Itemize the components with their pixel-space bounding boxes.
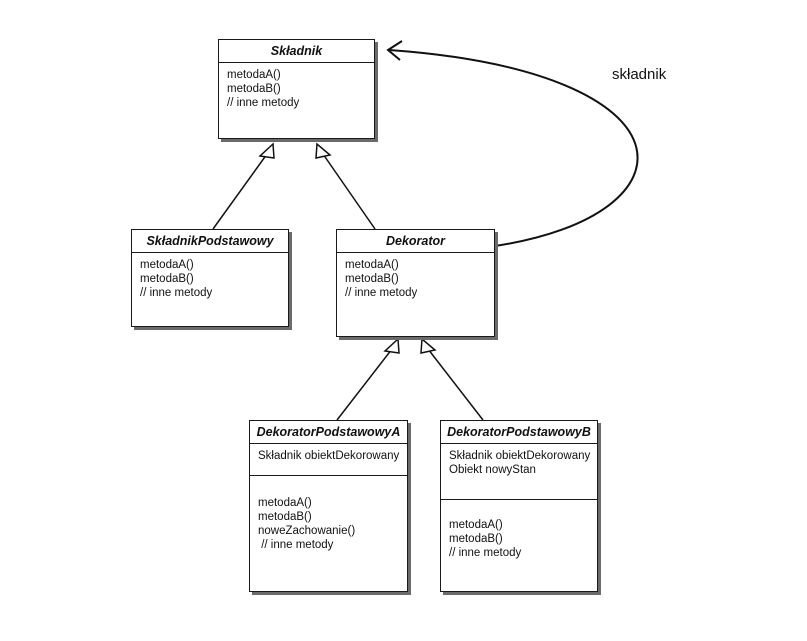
method: metodaB(): [227, 83, 281, 95]
method: metodaA(): [227, 69, 281, 81]
class-skladnik-podstawowy: SkładnikPodstawowy metodaA() metodaB() /…: [131, 229, 289, 327]
inheritance-arrowhead: [315, 142, 332, 159]
method: metodaA(): [345, 259, 399, 271]
method: metodaA(): [449, 519, 503, 531]
class-name: Składnik: [219, 40, 374, 63]
class-name: DekoratorPodstawowyB: [441, 421, 597, 444]
methods-section: metodaA() metodaB() // inne metody: [337, 253, 494, 305]
attribute: Składnik obiektDekorowany: [258, 450, 400, 462]
class-skladnik: Składnik metodaA() metodaB() // inne met…: [218, 39, 375, 139]
class-dekorator-podstawowy-a: DekoratorPodstawowyA Składnik obiektDeko…: [249, 420, 408, 592]
method: metodaA(): [258, 497, 312, 509]
class-name: DekoratorPodstawowyA: [250, 421, 407, 444]
method: metodaA(): [140, 259, 194, 271]
class-name: SkładnikPodstawowy: [132, 230, 288, 253]
method: // inne metody: [227, 97, 300, 109]
attributes-section: Składnik obiektDekorowany Obiekt nowySta…: [441, 444, 597, 500]
method: noweZachowanie(): [258, 525, 356, 537]
inheritance-line: [427, 348, 484, 421]
inheritance-arrowhead: [383, 337, 400, 354]
class-name: Dekorator: [337, 230, 494, 253]
association-label: składnik: [612, 66, 667, 83]
method: metodaB(): [258, 511, 312, 523]
method: metodaB(): [345, 273, 399, 285]
method: // inne metody: [345, 287, 418, 299]
methods-section: metodaA() metodaB() // inne metody: [441, 500, 597, 565]
class-dekorator: Dekorator metodaA() metodaB() // inne me…: [336, 229, 495, 337]
inheritance-line: [336, 348, 393, 421]
association-curve: [388, 49, 639, 247]
method: // inne metody: [140, 287, 213, 299]
attribute: Obiekt nowyStan: [449, 464, 536, 476]
inheritance-arrowhead: [420, 337, 437, 354]
methods-section: metodaA() metodaB() // inne metody: [132, 253, 288, 305]
class-dekorator-podstawowy-b: DekoratorPodstawowyB Składnik obiektDeko…: [440, 420, 598, 592]
methods-section: metodaA() metodaB() noweZachowanie() // …: [250, 476, 407, 557]
method: // inne metody: [449, 547, 522, 559]
attribute: Składnik obiektDekorowany: [449, 450, 591, 462]
method: metodaB(): [449, 533, 503, 545]
inheritance-line: [322, 153, 376, 230]
methods-section: metodaA() metodaB() // inne metody: [219, 63, 374, 115]
attributes-section: Składnik obiektDekorowany: [250, 444, 407, 476]
method: metodaB(): [140, 273, 194, 285]
method: // inne metody: [258, 539, 334, 551]
association-arrowhead: [386, 40, 403, 61]
inheritance-line: [212, 153, 268, 230]
inheritance-arrowhead: [258, 142, 275, 159]
